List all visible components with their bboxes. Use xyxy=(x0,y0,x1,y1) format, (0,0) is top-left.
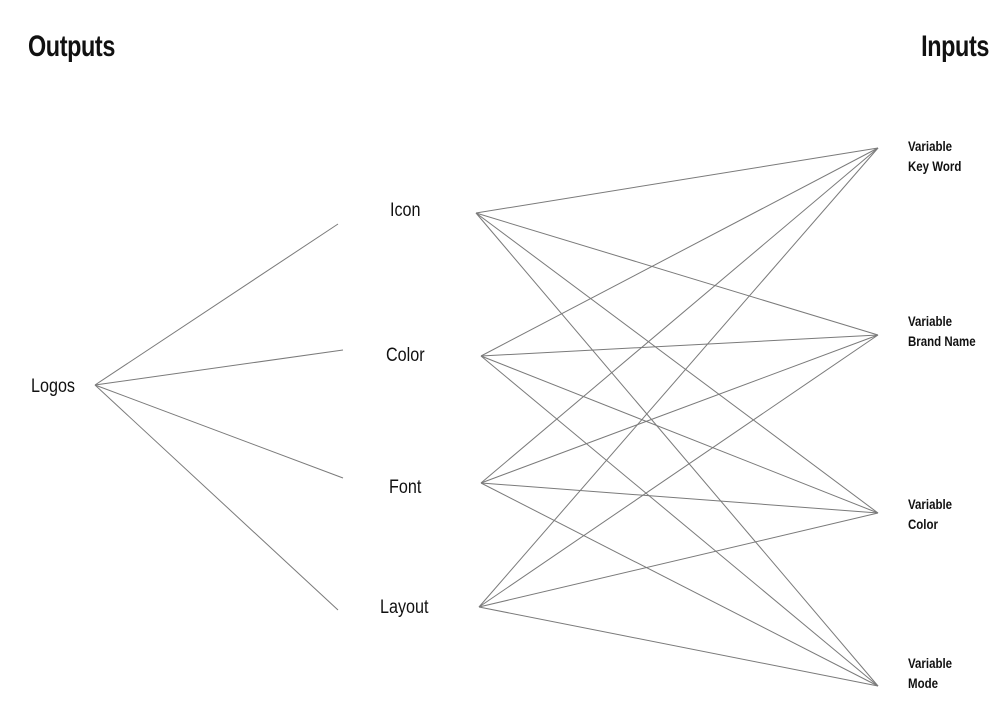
link-logos-layout xyxy=(94,384,339,611)
link-color-color xyxy=(480,355,879,514)
input-keyword-line1: Variable xyxy=(908,138,953,154)
link-color-mode xyxy=(480,355,879,687)
link-layout-color xyxy=(478,512,879,608)
link-icon-keyword xyxy=(475,147,879,214)
link-logos-icon xyxy=(94,223,339,386)
input-brandname-line1: Variable xyxy=(908,313,953,329)
inputs-heading: Inputs xyxy=(921,30,989,63)
link-logos-font xyxy=(94,384,344,479)
input-brandname-line2: Brand Name xyxy=(908,333,976,349)
link-icon-brandname xyxy=(475,212,879,336)
node-color: Color xyxy=(386,345,425,366)
input-keyword: Variable Key Word xyxy=(908,136,961,176)
input-mode-line2: Mode xyxy=(908,675,938,691)
link-logos-color xyxy=(94,349,344,386)
link-font-color xyxy=(480,482,879,514)
link-layout-mode xyxy=(478,606,879,687)
node-icon: Icon xyxy=(390,200,421,221)
input-mode: Variable Mode xyxy=(908,653,952,693)
link-font-mode xyxy=(480,482,879,687)
outputs-heading: Outputs xyxy=(28,30,115,63)
component-input-links xyxy=(475,147,879,687)
link-font-keyword xyxy=(480,147,879,484)
input-mode-line1: Variable xyxy=(908,655,953,671)
link-font-brandname xyxy=(480,334,879,484)
link-color-brandname xyxy=(480,334,879,357)
input-color: Variable Color xyxy=(908,494,952,534)
root-links xyxy=(94,223,344,611)
link-layout-keyword xyxy=(478,147,879,608)
node-layout: Layout xyxy=(380,597,429,618)
node-font: Font xyxy=(389,477,422,498)
input-color-line1: Variable xyxy=(908,496,953,512)
node-logos: Logos xyxy=(31,376,76,397)
link-icon-color xyxy=(475,212,879,514)
input-brandname: Variable Brand Name xyxy=(908,311,976,351)
input-keyword-line2: Key Word xyxy=(908,158,962,174)
link-icon-mode xyxy=(475,212,879,687)
input-color-line2: Color xyxy=(908,516,938,532)
link-layout-brandname xyxy=(478,334,879,608)
link-color-keyword xyxy=(480,147,879,357)
